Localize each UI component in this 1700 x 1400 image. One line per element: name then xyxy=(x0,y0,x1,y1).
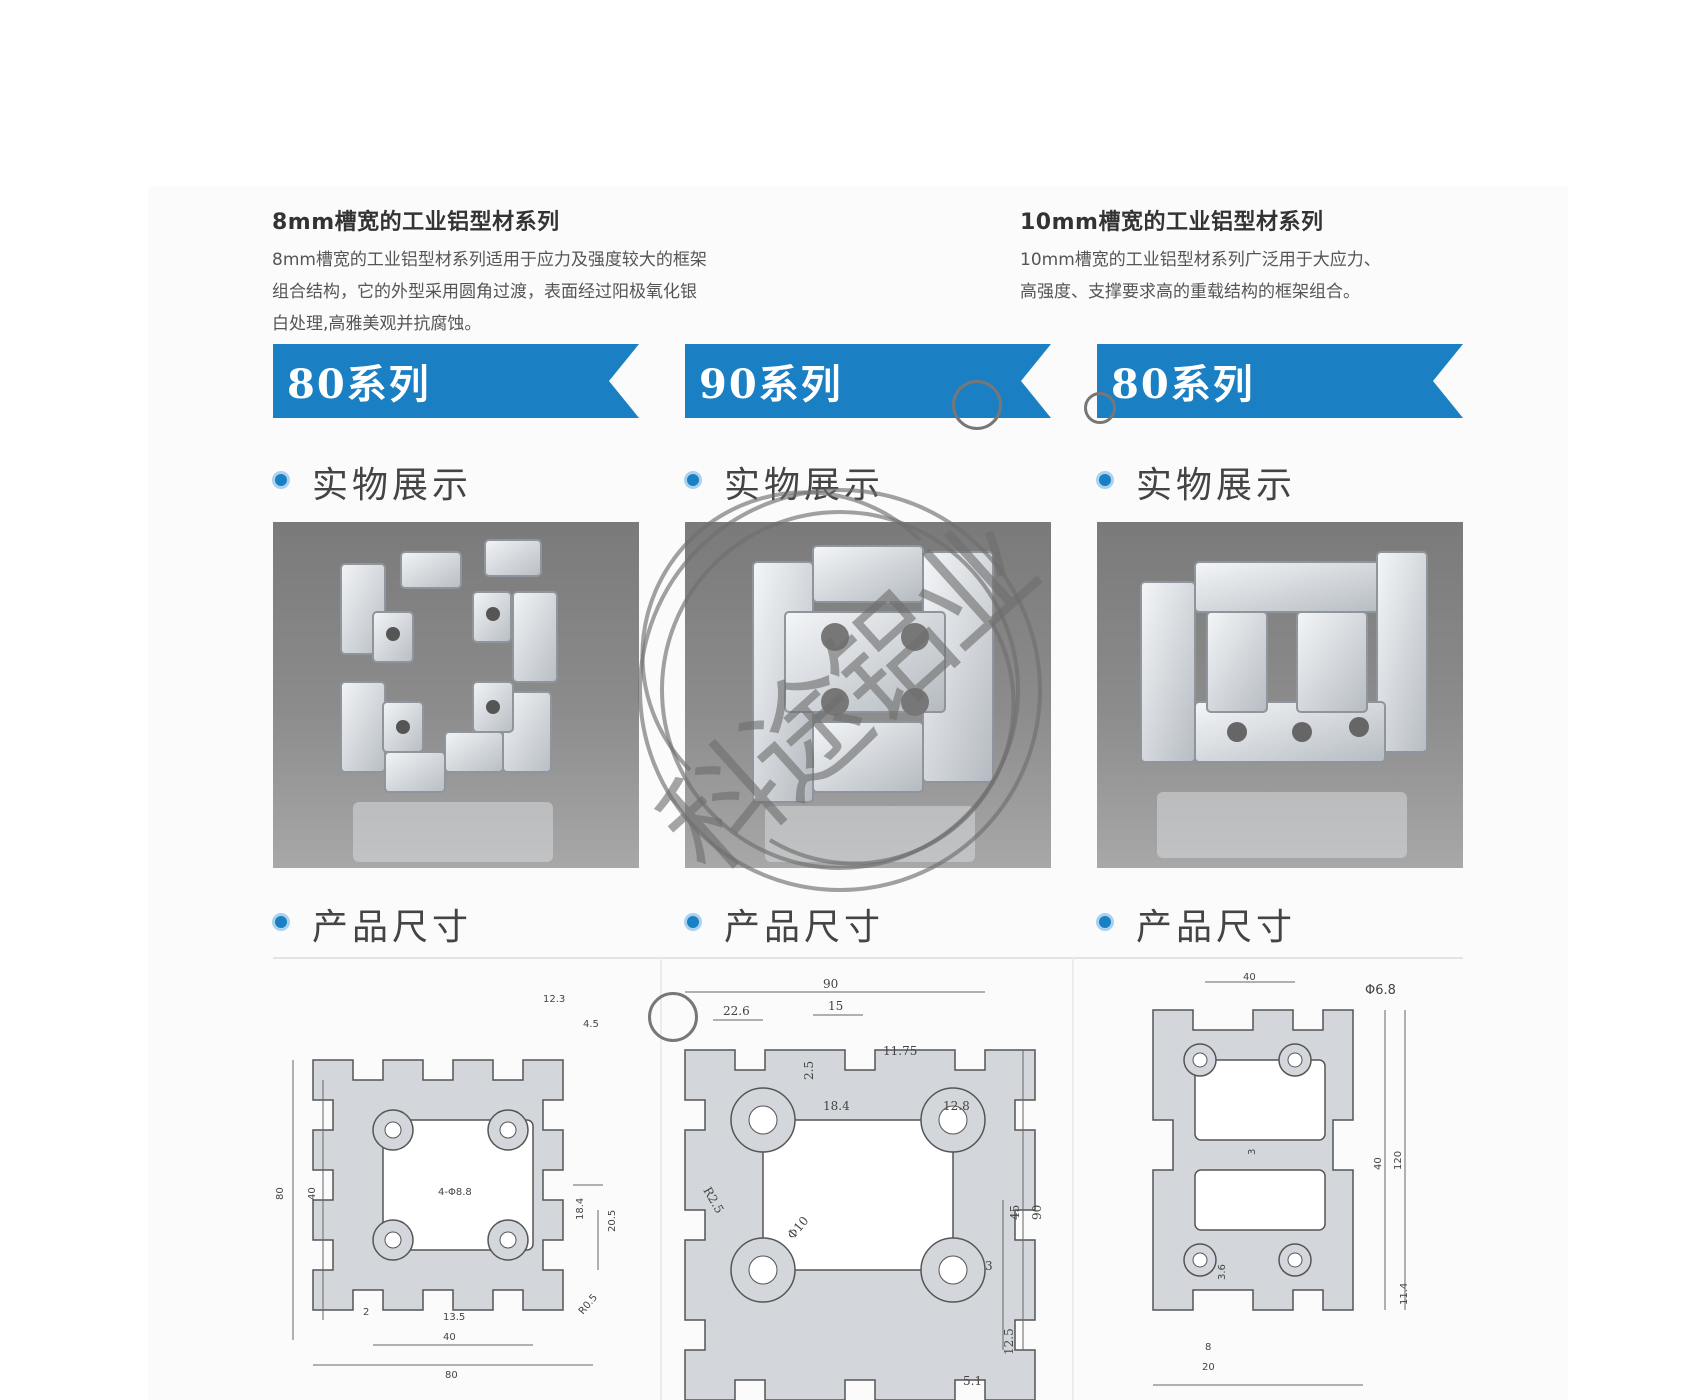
profile-photo-90 xyxy=(685,522,1051,868)
profile-photo-80-right xyxy=(1097,522,1463,868)
series-banner-80-right: 80系列 xyxy=(1097,344,1463,418)
dimension-label: 40 xyxy=(443,1332,456,1343)
column-divider xyxy=(660,958,662,1400)
circle-mark xyxy=(1084,392,1116,424)
dimension-label: 18.4 xyxy=(823,1099,850,1113)
banner-notch xyxy=(609,344,639,418)
dimension-label: 3.6 xyxy=(1217,1264,1228,1280)
dimension-label: 22.6 xyxy=(723,1004,750,1018)
photo-section-title: 实物展示 xyxy=(724,465,885,506)
banner-label: 80系列 xyxy=(1111,361,1255,408)
circle-mark xyxy=(648,992,698,1042)
dimension-label: 20 xyxy=(1202,1362,1215,1373)
dimension-label: 13.5 xyxy=(443,1312,465,1323)
column-divider xyxy=(1072,958,1074,1400)
dimension-label: 18.4 xyxy=(575,1198,586,1220)
section-divider xyxy=(273,957,1463,959)
banner-notch xyxy=(1021,344,1051,418)
circle-mark xyxy=(952,380,1002,430)
bullet-icon xyxy=(684,913,702,931)
desc-line: 组合结构，它的外型采用圆角过渡，表面经过阳极氧化银 xyxy=(272,282,697,302)
dimension-label: 11.75 xyxy=(883,1044,917,1058)
bullet-icon xyxy=(1096,471,1114,489)
dimension-label: Φ6.8 xyxy=(1365,983,1396,998)
dimension-label: 12.5 xyxy=(1002,1328,1016,1355)
dimension-label: 90 xyxy=(1030,1205,1044,1220)
series-banner-80-left: 80系列 xyxy=(273,344,639,418)
right-series-title: 10mm槽宽的工业铝型材系列 xyxy=(1020,210,1324,235)
size-section-title: 产品尺寸 xyxy=(724,907,885,948)
left-series-description: 8mm槽宽的工业铝型材系列适用于应力及强度较大的框架 组合结构，它的外型采用圆角… xyxy=(272,244,872,340)
desc-line: 高强度、支撑要求高的重载结构的框架组合。 xyxy=(1020,282,1360,302)
dimension-label: 15 xyxy=(828,999,843,1013)
profile-photo-80-left xyxy=(273,522,639,868)
photo-section-title: 实物展示 xyxy=(1136,465,1297,506)
dimension-label: 45 xyxy=(1008,1205,1022,1220)
left-series-title: 8mm槽宽的工业铝型材系列 xyxy=(272,210,560,235)
dimension-label: 80 xyxy=(445,1370,458,1381)
dimension-label: 80 xyxy=(275,1187,286,1200)
dimension-label: R0.5 xyxy=(577,1292,600,1317)
dimension-label: 40 xyxy=(307,1187,318,1200)
desc-line: 10mm槽宽的工业铝型材系列广泛用于大应力、 xyxy=(1020,250,1381,270)
photo-section-title: 实物展示 xyxy=(312,465,473,506)
dimension-label: 40 xyxy=(1243,972,1256,983)
dimension-label: 40 xyxy=(1373,1157,1384,1170)
size-section-title: 产品尺寸 xyxy=(312,907,473,948)
dimension-label: 3 xyxy=(1247,1149,1258,1155)
dimension-label: 4-Φ8.8 xyxy=(438,1187,472,1198)
banner-label: 90系列 xyxy=(699,361,843,408)
dimension-label: 12.3 xyxy=(543,994,565,1005)
dimension-drawing-80-right: 40 Φ6.8 40 120 3 20 8 11.4 3.6 xyxy=(1152,972,1410,1386)
dimension-label: 4.5 xyxy=(583,1019,599,1030)
dimension-label: 2 xyxy=(363,1307,369,1318)
dimension-drawing-90: 90 22.6 15 2.5 18.4 R2.5 Φ10 45 90 3 12.… xyxy=(684,977,1044,1400)
dimension-drawing-80-left: 80 40 12.3 4.5 4-Φ8.8 18.4 20.5 40 80 13… xyxy=(275,994,618,1381)
banner-notch xyxy=(1433,344,1463,418)
dimension-label: 20.5 xyxy=(607,1210,618,1232)
dimension-label: 2.5 xyxy=(802,1061,816,1080)
desc-line: 白处理,高雅美观并抗腐蚀。 xyxy=(272,314,482,334)
dimension-label: 3 xyxy=(985,1259,993,1273)
dimension-label: 8 xyxy=(1205,1342,1211,1353)
dimension-label: 12.8 xyxy=(943,1099,970,1113)
dimension-label: 5.1 xyxy=(963,1374,982,1388)
bullet-icon xyxy=(684,471,702,489)
bullet-icon xyxy=(1096,913,1114,931)
bullet-icon xyxy=(272,471,290,489)
banner-label: 80系列 xyxy=(287,361,431,408)
series-banner-90: 90系列 xyxy=(685,344,1051,418)
dimension-label: 120 xyxy=(1393,1151,1404,1170)
dimension-label: 11.4 xyxy=(1399,1283,1410,1305)
dimension-label: 90 xyxy=(823,977,838,991)
desc-line: 8mm槽宽的工业铝型材系列适用于应力及强度较大的框架 xyxy=(272,250,707,270)
size-section-title: 产品尺寸 xyxy=(1136,907,1297,948)
bullet-icon xyxy=(272,913,290,931)
right-series-description: 10mm槽宽的工业铝型材系列广泛用于大应力、 高强度、支撑要求高的重载结构的框架… xyxy=(1020,244,1540,308)
